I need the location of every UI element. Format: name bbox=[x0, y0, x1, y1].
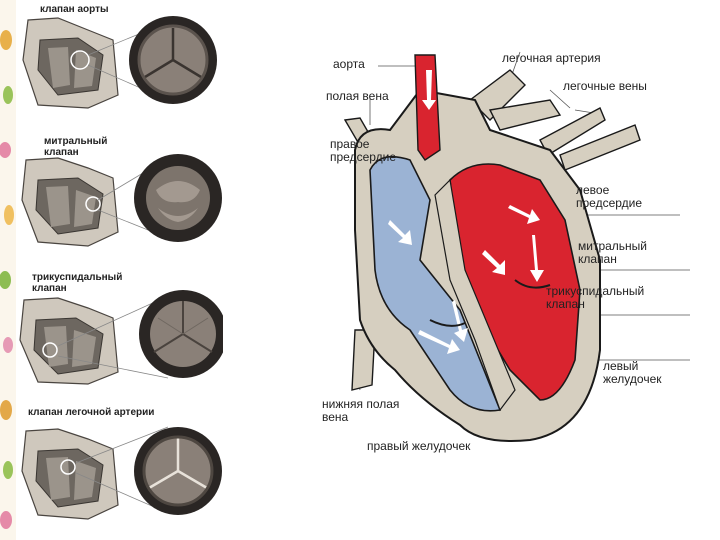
valve-caption: клапан аорты bbox=[40, 4, 109, 15]
small-heart-drawing bbox=[21, 157, 119, 247]
label-mitral-valve: митральный клапан bbox=[578, 239, 648, 266]
label-right-atrium: правое предсердие bbox=[330, 137, 397, 164]
septum bbox=[434, 178, 516, 412]
valve-panel-mitral: митральный клапан bbox=[18, 132, 223, 250]
valve-panel-aortic: клапан аорты bbox=[18, 0, 223, 118]
valve-caption: клапан легочной артерии bbox=[28, 407, 155, 418]
valve-caption: трикуспидальный клапан bbox=[32, 272, 123, 294]
valve-marks bbox=[429, 279, 551, 327]
label-pulmonary-veins: легочные вены bbox=[563, 79, 647, 93]
aortic-valve-illustration bbox=[22, 16, 217, 109]
pulmonary-artery-trunk bbox=[468, 69, 526, 121]
tricuspid-valve-illustration bbox=[19, 290, 223, 385]
valve-caption: митральный клапан bbox=[44, 136, 108, 158]
label-right-ventricle: правый желудочек bbox=[367, 439, 471, 453]
label-tricuspid-valve: трикуспидальный клапан bbox=[546, 284, 645, 311]
flow-arrows bbox=[388, 70, 544, 354]
floral-border-decoration bbox=[0, 0, 16, 540]
label-inferior-vena-cava: нижняя полая вена bbox=[322, 397, 400, 424]
pulmonary-artery-branch bbox=[488, 99, 562, 131]
heart-cross-section bbox=[343, 51, 690, 442]
label-aorta: аорта bbox=[333, 57, 365, 71]
mitral-valve-illustration bbox=[21, 154, 222, 247]
small-heart-drawing bbox=[22, 17, 119, 109]
pulmonary-valve-illustration bbox=[21, 426, 222, 520]
right-atrium-ventricle bbox=[369, 155, 502, 412]
pulmonary-vein-lower bbox=[559, 124, 641, 171]
small-heart-drawing bbox=[19, 297, 119, 385]
label-pulmonary-artery: легочная артерия bbox=[502, 51, 601, 65]
label-left-ventricle: левый желудочек bbox=[603, 359, 662, 386]
left-atrium-ventricle bbox=[449, 163, 581, 401]
valve-panel-tricuspid: трикуспидальный клапан bbox=[18, 270, 223, 388]
label-left-atrium: левое предсердие bbox=[576, 183, 643, 210]
small-heart-drawing bbox=[21, 428, 119, 520]
valve-panel-pulmonary: клапан легочной артерии bbox=[18, 405, 223, 523]
label-vena-cava: полая вена bbox=[326, 89, 389, 103]
